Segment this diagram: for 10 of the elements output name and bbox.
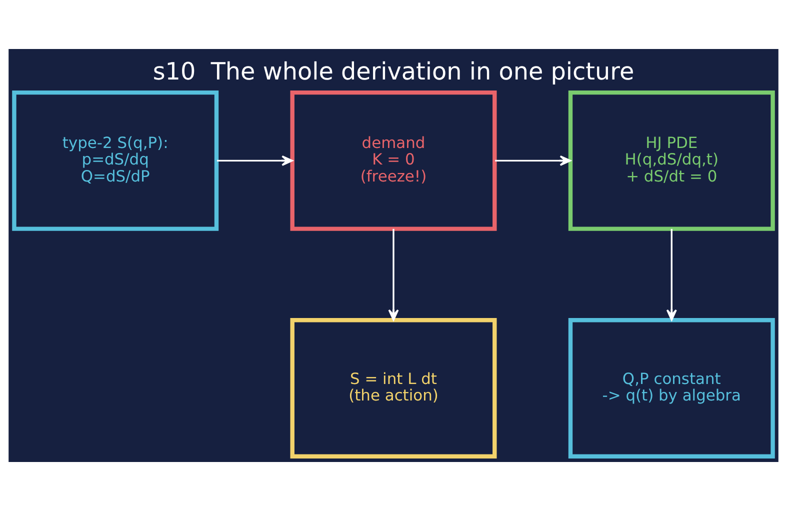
node-box: Q,P constant -> q(t) by algebra [568, 318, 775, 458]
arrow [666, 228, 677, 320]
node-box: S = int L dt (the action) [290, 318, 497, 458]
node-box: demand K = 0 (freeze!) [290, 90, 497, 230]
diagram-title: s10 The whole derivation in one picture [152, 56, 634, 85]
node-box: HJ PDE H(q,dS/dq,t) + dS/dt = 0 [568, 90, 775, 230]
node-box: type-2 S(q,P): p=dS/dq Q=dS/dP [12, 90, 219, 230]
arrow [216, 154, 293, 166]
arrow [495, 154, 572, 166]
arrow [388, 228, 399, 320]
